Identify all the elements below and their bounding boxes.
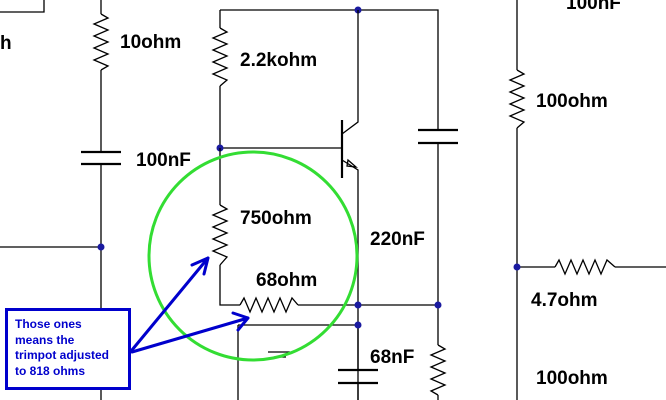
wire-top-rail [220, 9, 439, 130]
resistor-100ohm-lower [429, 344, 447, 396]
note-line: means the [15, 332, 75, 347]
arrow-to-68ohm [130, 311, 250, 354]
label-100ohm-right: 100ohm [536, 91, 608, 112]
arrow-to-750ohm [130, 256, 210, 352]
note-line: to 818 ohms [15, 363, 86, 378]
note-line: trimpot adjusted [15, 348, 110, 362]
label-220nF: 220nF [370, 229, 425, 250]
resistor-68ohm [239, 296, 299, 314]
label-750ohm: 750ohm [240, 208, 312, 229]
node-far-right [513, 263, 521, 271]
label-100ohm-bottom: 100ohm [536, 368, 608, 389]
label-10ohm: 10ohm [120, 32, 181, 53]
wire-top-left-corner [0, 0, 45, 13]
capacitor-100nF-left [81, 150, 121, 166]
capacitor-220nF [418, 128, 458, 145]
label-top-100nF: 100nF [566, 0, 621, 14]
wire-collector [341, 10, 359, 135]
label-4.7ohm: 4.7ohm [531, 290, 598, 311]
note-line: Those ones [15, 317, 82, 331]
wire-ground-row [238, 324, 359, 370]
label-2.2kohm: 2.2kohm [240, 50, 317, 71]
node-emitter [354, 301, 362, 309]
resistor-10ohm [92, 13, 110, 71]
resistor-2.2kohm [211, 27, 229, 87]
label-68ohm: 68ohm [256, 270, 317, 291]
node-right-junction [434, 301, 442, 309]
label-68nF: 68nF [370, 347, 414, 368]
label-partial-h: h [0, 33, 12, 54]
label-100nF: 100nF [136, 150, 191, 171]
resistor-4.7ohm [554, 258, 616, 276]
node-ground [354, 321, 362, 329]
resistor-750ohm [211, 204, 229, 266]
wire-trimpot-branch [219, 148, 240, 306]
node-left [97, 243, 105, 251]
annotation-arrows [130, 256, 250, 354]
highlight-circle [147, 150, 359, 362]
resistor-100ohm-right [508, 69, 526, 129]
transistor-emitter-arrow [346, 158, 358, 168]
annotation-note-box: Those ones means the trimpot adjusted to… [5, 308, 131, 390]
